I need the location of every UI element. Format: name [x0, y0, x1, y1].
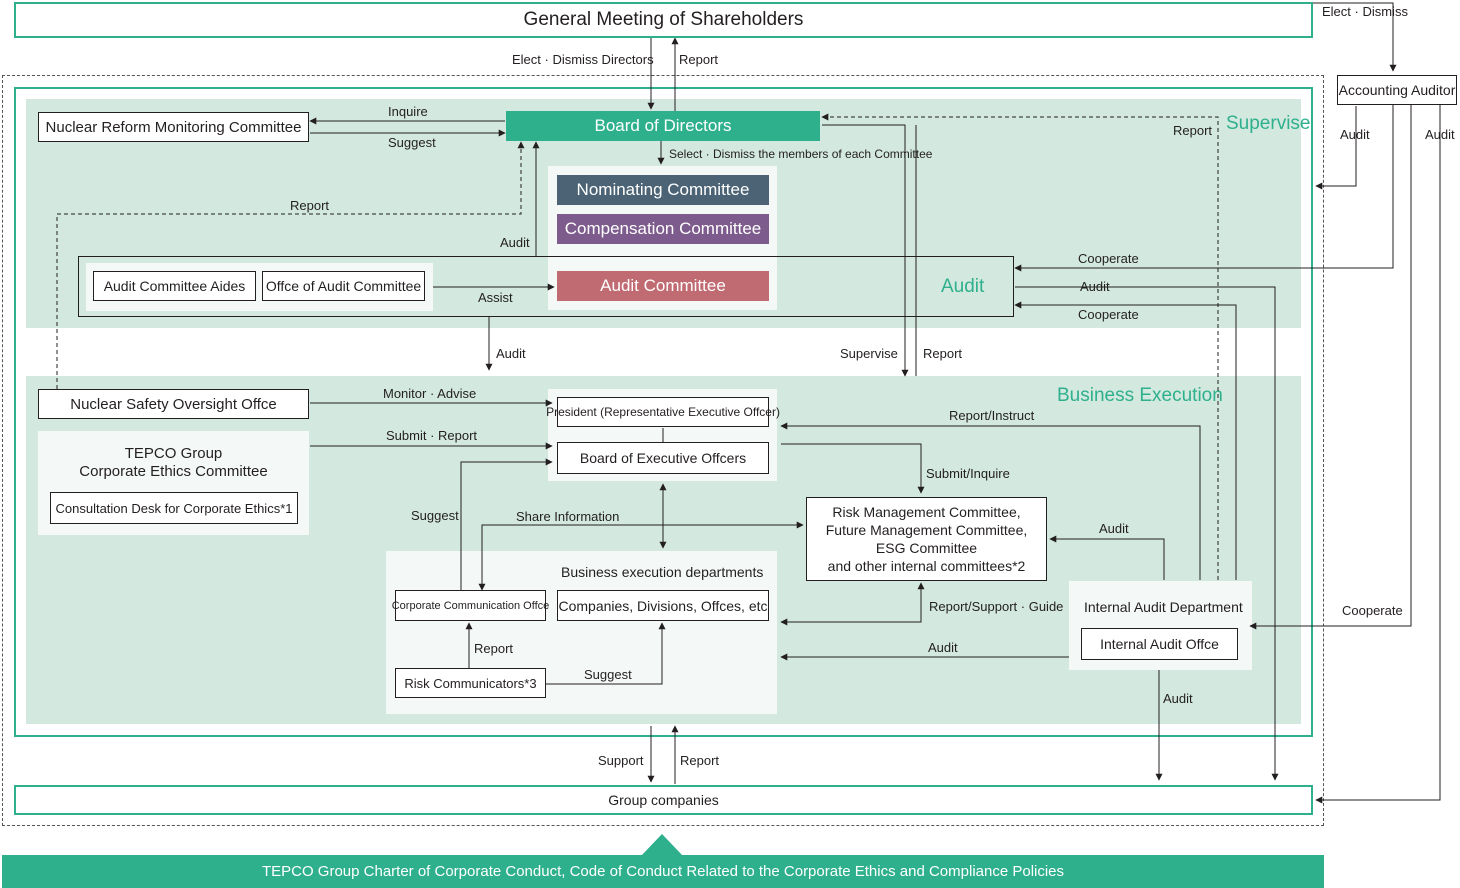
label-cooperate-auditor: Cooperate [1342, 603, 1403, 618]
internal-audit-office-box: Internal Audit Offce [1081, 628, 1238, 660]
label-audit-board: Audit [500, 235, 530, 250]
label-support: Support [598, 753, 644, 768]
corp-comm-box: Corporate Communication Offce [392, 590, 549, 621]
charter-band: TEPCO Group Charter of Corporate Conduct… [2, 855, 1324, 888]
label-audit-risk: Audit [1099, 521, 1129, 536]
label-audit-accounting-group: Audit [1425, 127, 1455, 142]
label-share-information: Share Information [516, 509, 620, 524]
label-inquire: Inquire [388, 104, 428, 119]
label-audit-group: Audit [1080, 279, 1110, 294]
charter-pointer [641, 834, 683, 856]
internal-audit-dept-title: Internal Audit Department [1084, 599, 1243, 615]
audit-committee-box: Audit Committee [557, 271, 769, 301]
audit-office-box: Offce of Audit Committee [262, 271, 425, 301]
group-scope-frame [2, 75, 1324, 826]
nuclear-safety-box: Nuclear Safety Oversight Offce [38, 389, 309, 419]
label-elect-dismiss: Elect · Dismiss [1322, 4, 1408, 19]
label-monitor-advise: Monitor · Advise [383, 386, 477, 401]
label-report-group: Report [680, 753, 720, 768]
zone-supervise-label: Supervise [1226, 113, 1311, 134]
label-submit-report: Submit · Report [386, 428, 478, 443]
label-elect-dismiss-directors: Elect · Dismiss Directors [512, 52, 654, 67]
risk-communicators-box: Risk Communicators*3 [395, 668, 546, 698]
label-report-shareholders: Report [679, 52, 719, 67]
label-suggest-companies: Suggest [584, 667, 632, 682]
label-report-risk-comm: Report [474, 641, 514, 656]
risk-management-box: Risk Management Committee, Future Manage… [806, 497, 1047, 581]
zone-business-label: Business Execution [1057, 385, 1223, 406]
label-submit-inquire: Submit/Inquire [926, 466, 1010, 481]
zone-audit-label: Audit [941, 276, 985, 297]
label-audit-internal-group: Audit [1163, 691, 1193, 706]
companies-box: Companies, Divisions, Offces, etc [557, 590, 769, 621]
label-suggest-reform: Suggest [388, 135, 436, 150]
audit-band [78, 256, 1014, 317]
label-report-execution: Report [923, 346, 963, 361]
label-supervise: Supervise [840, 346, 898, 361]
label-assist: Assist [478, 290, 513, 305]
nominating-committee-box: Nominating Committee [557, 175, 769, 205]
shareholders-box: General Meeting of Shareholders [14, 2, 1313, 38]
label-report-internal-audit: Report [1173, 123, 1213, 138]
label-audit-business: Audit [928, 640, 958, 655]
label-suggest-comm: Suggest [411, 508, 459, 523]
label-audit-accounting: Audit [1340, 127, 1370, 142]
ethics-committee-label: TEPCO Group Corporate Ethics Committee [79, 445, 268, 480]
compensation-committee-box: Compensation Committee [557, 214, 769, 244]
nuclear-reform-box: Nuclear Reform Monitoring Committee [38, 112, 309, 142]
label-report-support-guide: Report/Support · Guide [929, 599, 1064, 614]
label-select-dismiss: Select · Dismiss the members of each Com… [669, 147, 933, 161]
accounting-auditor-box: Accounting Auditor [1337, 75, 1457, 105]
company-frame [14, 87, 1313, 737]
president-box: President (Representative Executive Offc… [546, 397, 780, 427]
exec-officers-box: Board of Executive Offcers [557, 442, 769, 474]
label-report-instruct: Report/Instruct [949, 408, 1035, 423]
group-companies-box: Group companies [14, 785, 1313, 815]
audit-aides-box: Audit Committee Aides [93, 271, 256, 301]
consultation-desk-box: Consultation Desk for Corporate Ethics*1 [50, 492, 298, 524]
business-depts-title: Business execution departments [561, 564, 764, 580]
board-of-directors-box: Board of Directors [506, 111, 820, 141]
label-report-nuclear: Report [290, 198, 330, 213]
label-cooperate-accounting: Cooperate [1078, 251, 1139, 266]
label-cooperate-internal: Cooperate [1078, 307, 1139, 322]
label-audit-execution: Audit [496, 346, 526, 361]
